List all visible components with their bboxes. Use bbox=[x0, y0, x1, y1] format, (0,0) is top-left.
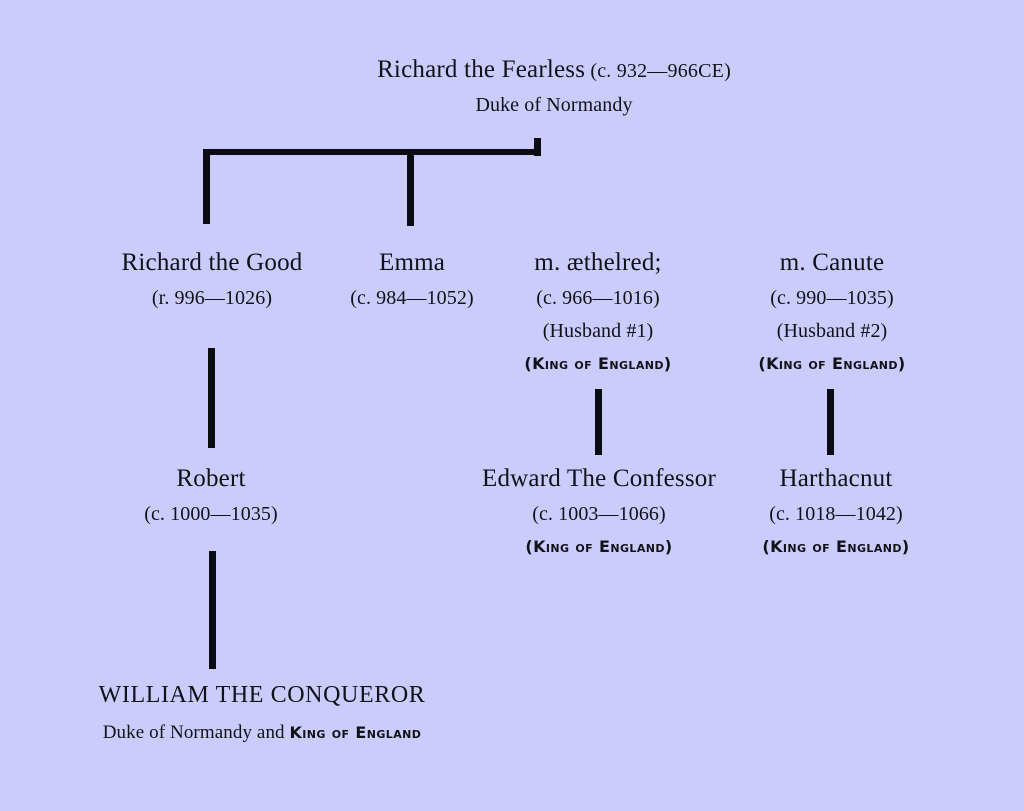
node-dates: (c. 1003—1066) bbox=[532, 503, 666, 525]
status-badge-king-of-england: (King of England) bbox=[524, 354, 672, 373]
node-name: m. Canute bbox=[779, 249, 885, 276]
node-dates: (c. 1018—1042) bbox=[769, 503, 903, 525]
node-richard-the-good: Richard the Good (r. 996—1026) bbox=[81, 250, 343, 308]
connector-robert-to-william bbox=[209, 551, 216, 669]
status-badge-king-of-england: (King of England) bbox=[525, 537, 673, 556]
node-richard-the-fearless: Richard the Fearless (c. 932—966CE) Duke… bbox=[312, 57, 796, 115]
node-dates: (c. 932—966CE) bbox=[590, 60, 731, 82]
connector-to-emma bbox=[407, 149, 414, 226]
connector-aethelred-to-edward bbox=[595, 389, 602, 455]
node-dates: (c. 1000—1035) bbox=[144, 503, 278, 525]
node-name: Richard the Fearless (c. 932—966CE) bbox=[312, 57, 796, 82]
node-spouse-order: (Husband #1) bbox=[542, 320, 654, 342]
node-name: Robert bbox=[176, 465, 246, 492]
node-name: WILLIAM THE CONQUEROR bbox=[98, 682, 426, 708]
node-spouse-order: (Husband #2) bbox=[776, 320, 888, 342]
node-dates: (c. 990—1035) bbox=[770, 287, 894, 309]
node-role-prefix: Duke of Normandy and bbox=[102, 722, 290, 743]
node-name-text: Richard the Fearless bbox=[377, 56, 586, 83]
node-dates: (c. 966—1016) bbox=[536, 287, 660, 309]
connector-to-richard-the-good bbox=[203, 149, 210, 224]
status-badge-king-of-england: King of England bbox=[289, 723, 422, 742]
node-harthacnut: Harthacnut (c. 1018—1042) (King of Engla… bbox=[745, 466, 927, 555]
node-role: Duke of Normandy bbox=[475, 94, 633, 116]
node-name: Harthacnut bbox=[779, 465, 893, 492]
node-name: Richard the Good bbox=[121, 249, 303, 276]
node-name: Edward The Confessor bbox=[481, 465, 717, 492]
connector-richard-good-to-robert bbox=[208, 348, 215, 448]
connector-root-stem bbox=[534, 138, 541, 156]
node-william-the-conqueror: WILLIAM THE CONQUEROR Duke of Normandy a… bbox=[42, 683, 482, 742]
node-aethelred: m. æthelred; (c. 966—1016) (Husband #1) … bbox=[508, 250, 688, 372]
connector-canute-to-harthacnut bbox=[827, 389, 834, 455]
node-dates: (c. 984—1052) bbox=[350, 287, 474, 309]
node-emma: Emma (c. 984—1052) bbox=[302, 250, 522, 308]
node-name: Emma bbox=[378, 249, 446, 276]
status-badge-king-of-england: (King of England) bbox=[762, 537, 910, 556]
node-robert: Robert (c. 1000—1035) bbox=[91, 466, 331, 524]
node-name: m. æthelred; bbox=[534, 249, 662, 276]
node-dates: (r. 996—1026) bbox=[151, 287, 273, 309]
connector-sibling-bar bbox=[204, 149, 541, 155]
node-edward-the-confessor: Edward The Confessor (c. 1003—1066) (Kin… bbox=[479, 466, 719, 555]
status-badge-king-of-england: (King of England) bbox=[758, 354, 906, 373]
node-role: Duke of Normandy and King of England bbox=[42, 723, 482, 742]
node-canute: m. Canute (c. 990—1035) (Husband #2) (Ki… bbox=[742, 250, 922, 372]
